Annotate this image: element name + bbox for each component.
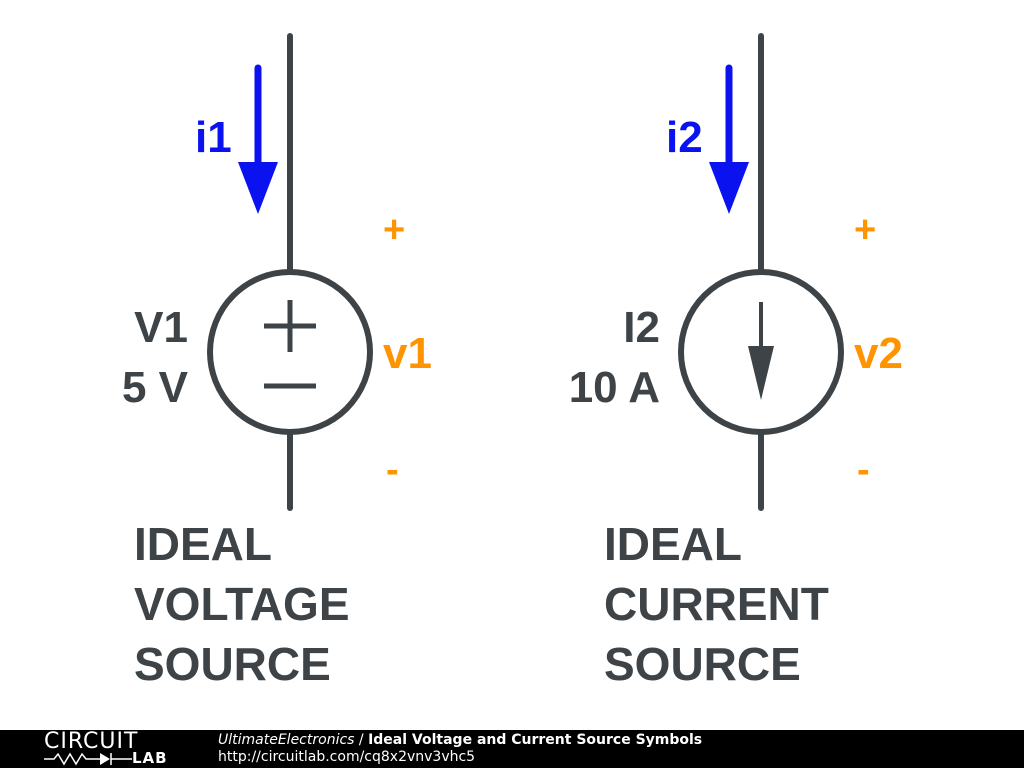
- voltage-source-plus-minus-icon: [264, 300, 316, 389]
- schematic-svg: i1 + v1 - V1 5 V IDEAL VOLTAGE SOURCE: [122, 33, 903, 690]
- footer-author[interactable]: UltimateElectronics: [218, 732, 355, 748]
- polarity-minus-left: -: [386, 449, 399, 491]
- voltage-label-v1: v1: [383, 329, 432, 378]
- polarity-plus-right: +: [854, 209, 876, 251]
- schematic-canvas: i1 + v1 - V1 5 V IDEAL VOLTAGE SOURCE: [122, 33, 903, 690]
- circuitlab-logo[interactable]: CIRCUIT LAB: [44, 730, 179, 768]
- voltage-source-group: i1 + v1 - V1 5 V IDEAL VOLTAGE SOURCE: [122, 33, 432, 690]
- component-value-i2: 10 A: [569, 363, 660, 412]
- footer-bar: CIRCUIT LAB UltimateElectronics / Ideal …: [0, 730, 1024, 768]
- footer-caption: UltimateElectronics / Ideal Voltage and …: [218, 732, 702, 766]
- current-label-i1: i1: [195, 113, 232, 162]
- caption-left-line2: VOLTAGE: [134, 578, 350, 630]
- caption-right-line3: SOURCE: [604, 638, 801, 690]
- caption-right-line2: CURRENT: [604, 578, 829, 630]
- footer-title[interactable]: Ideal Voltage and Current Source Symbols: [368, 732, 703, 748]
- logo-lab-text: LAB: [132, 749, 168, 767]
- current-arrow-i1-icon: [238, 64, 278, 214]
- current-source-circle[interactable]: [678, 269, 844, 435]
- caption-left-line1: IDEAL: [134, 518, 272, 570]
- caption-right-line1: IDEAL: [604, 518, 742, 570]
- voltage-source-circle[interactable]: [207, 269, 373, 435]
- polarity-minus-right: -: [857, 449, 870, 491]
- logo-circuit-text: CIRCUIT: [44, 729, 139, 754]
- component-name-v1: V1: [134, 303, 188, 352]
- current-source-group: i2 + v2 - I2 10 A IDEAL CURRENT SOURCE: [569, 33, 903, 690]
- caption-left-line3: SOURCE: [134, 638, 331, 690]
- voltage-label-v2: v2: [854, 329, 903, 378]
- resistor-diode-icon: [44, 752, 132, 766]
- footer-separator: /: [354, 732, 369, 748]
- footer-url[interactable]: http://circuitlab.com/cq8x2vnv3vhc5: [218, 749, 476, 765]
- current-arrow-i2-icon: [709, 64, 749, 214]
- component-name-i2: I2: [623, 303, 660, 352]
- polarity-plus-left: +: [383, 209, 405, 251]
- current-label-i2: i2: [666, 113, 703, 162]
- component-value-v1: 5 V: [122, 363, 189, 412]
- current-source-down-arrow-icon: [748, 302, 774, 400]
